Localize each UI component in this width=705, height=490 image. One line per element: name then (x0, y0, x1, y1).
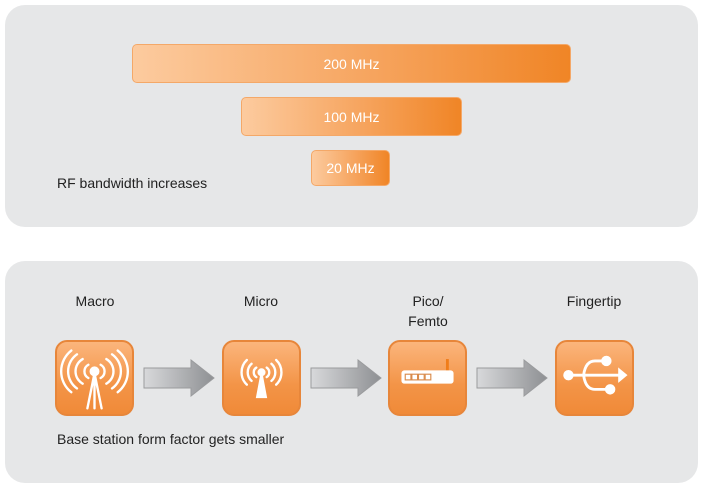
femto-label: Femto (408, 313, 448, 329)
stage-label-pico: Pico/Femto (368, 291, 488, 331)
stage-label-micro: Micro (243, 293, 279, 309)
micro-cell-tower-icon (222, 340, 301, 416)
form-factor-caption: Base station form factor gets smaller (57, 431, 285, 447)
arrow-right-icon (310, 358, 382, 398)
stage-label-macro: Macro (75, 293, 115, 309)
bar-20mhz: 20 MHz (311, 150, 390, 186)
bandwidth-caption: RF bandwidth increases (57, 175, 208, 191)
arrow-right-icon (476, 358, 548, 398)
pico-label: Pico/ (412, 293, 444, 309)
bar-200mhz: 200 MHz (132, 44, 571, 83)
bar-100mhz: 100 MHz (241, 97, 462, 136)
arrow-right-icon (143, 358, 215, 398)
stage-label-fingertip: Fingertip (566, 293, 622, 309)
usb-icon (555, 340, 634, 416)
macro-cell-tower-icon (55, 340, 134, 416)
router-icon (388, 340, 467, 416)
